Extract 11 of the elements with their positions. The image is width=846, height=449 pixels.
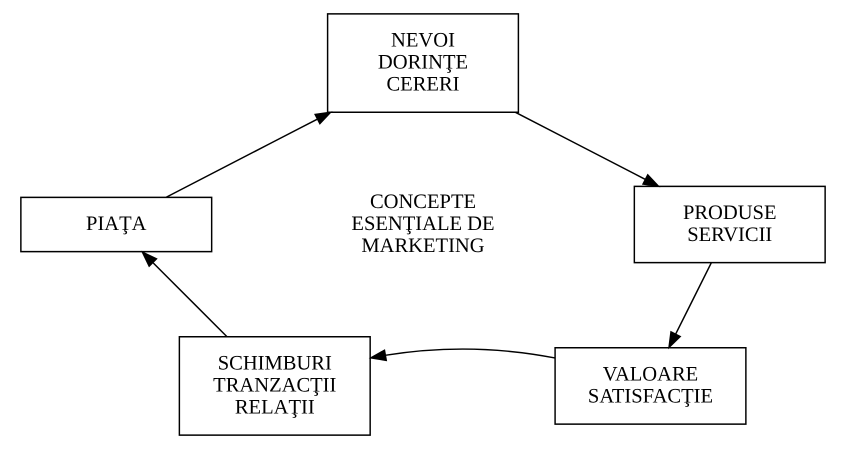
node-box: PIAŢA: [20, 196, 212, 252]
arrow: [368, 348, 556, 362]
arrow: [166, 111, 333, 198]
node-box: SCHIMBURI TRANZACŢII RELAŢII: [178, 336, 371, 436]
node-box: NEVOI DORINŢE CERERI: [326, 13, 520, 113]
node-box: PRODUSE SERVICII: [634, 186, 826, 264]
arrow: [515, 112, 660, 188]
arrow: [668, 262, 712, 350]
node-box: VALOARE SATISFACŢIE: [554, 347, 747, 425]
arrow: [140, 250, 228, 337]
label: CONCEPTE ESENŢIALE DE MARKETING: [351, 190, 495, 257]
